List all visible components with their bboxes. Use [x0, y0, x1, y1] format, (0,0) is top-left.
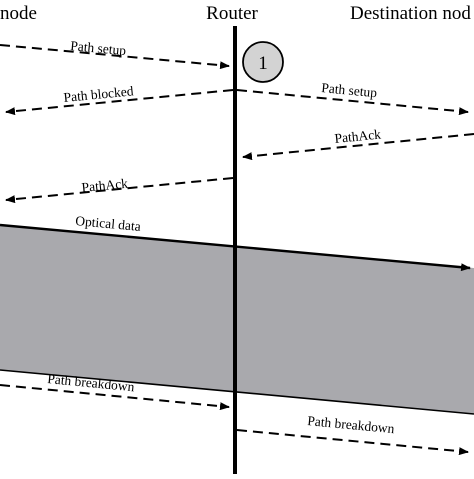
destination-node-header: Destination nod — [350, 3, 471, 24]
step-marker-circle — [242, 41, 284, 83]
path-blocked-label: Path blocked — [63, 83, 134, 105]
path-ack-out-arrow — [5, 177, 234, 204]
path-setup-in-arrow — [0, 44, 230, 70]
path-setup-in-label: Path setup — [70, 38, 127, 58]
path-breakdown-out-arrow — [236, 429, 469, 456]
router-header: Router — [206, 3, 258, 24]
step-marker-number: 1 — [258, 53, 268, 74]
path-ack-in-arrow — [242, 133, 474, 161]
source-node-header: node — [0, 3, 37, 24]
optical-data-label: Optical data — [75, 213, 142, 234]
path-breakdown-out-label: Path breakdown — [307, 413, 396, 436]
path-ack-in-label: PathAck — [334, 126, 382, 145]
path-ack-out-label: PathAck — [81, 176, 129, 195]
path-setup-out-arrow — [236, 89, 469, 116]
path-breakdown-in-arrow — [0, 384, 230, 411]
path-setup-out-label: Path setup — [321, 80, 378, 100]
path-blocked-arrow — [5, 89, 234, 116]
